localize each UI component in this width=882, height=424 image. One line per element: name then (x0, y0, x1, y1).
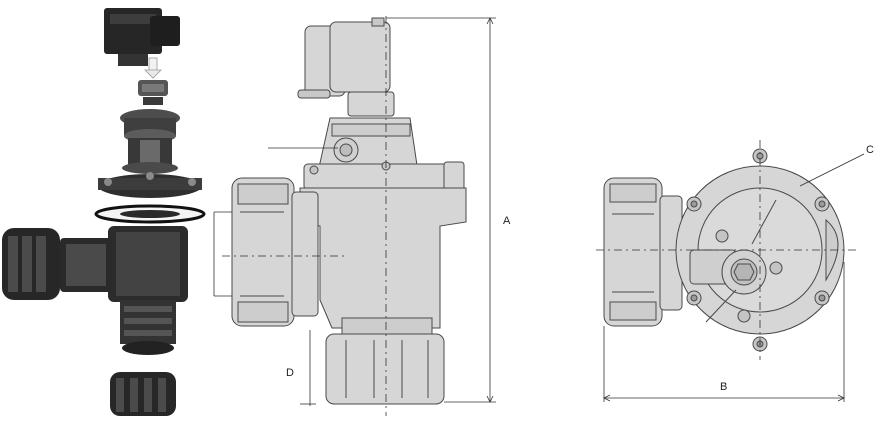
dimension-label-d: D (286, 367, 294, 379)
bottom-nut-part (110, 372, 176, 416)
cover-plate-part (98, 172, 202, 198)
valve-body (299, 187, 467, 329)
dimension-label-c: C (866, 144, 874, 156)
coil-connector-part (104, 8, 180, 66)
exploded-valve-view (2, 8, 206, 416)
pin-part (144, 57, 162, 79)
valve-body-part (60, 226, 188, 355)
front-view-drawing (231, 17, 467, 405)
side-port-nut (603, 177, 683, 327)
dimension-label-a: A (503, 215, 511, 227)
side-nut-part (2, 228, 60, 300)
pilot-stack-part (120, 109, 180, 174)
front-view-dimensions (213, 16, 496, 416)
diaphragm-part (94, 204, 206, 224)
dimension-label-b: B (720, 381, 727, 393)
pilot-bonnet (347, 91, 395, 117)
outlet-nut (325, 317, 445, 405)
armature-part (138, 80, 168, 105)
inlet-nut (231, 177, 319, 327)
side-view-dimensions (596, 140, 865, 402)
side-pilot-head (689, 199, 783, 323)
